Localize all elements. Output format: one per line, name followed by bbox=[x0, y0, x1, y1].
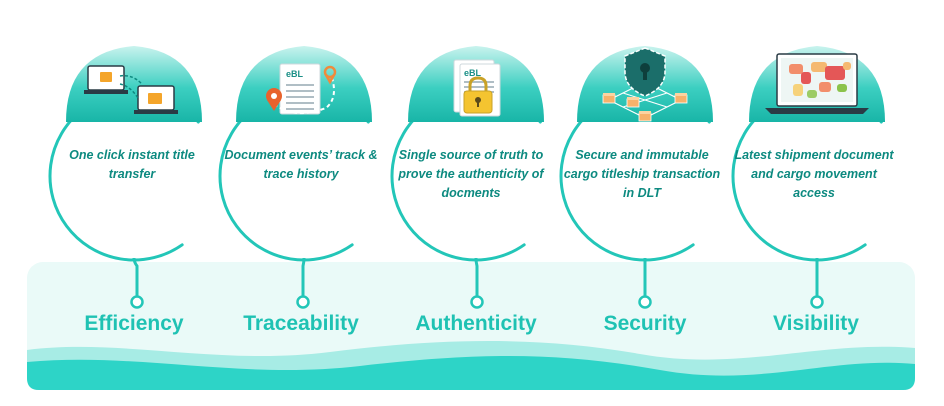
world-map-laptop-icon bbox=[765, 53, 869, 114]
pillar-description-authenticity: Single source of truth to prove the auth… bbox=[398, 148, 544, 200]
pillar-node-dot bbox=[296, 295, 310, 309]
pillar-description-efficiency: One click instant title transfer bbox=[69, 148, 195, 181]
pillar-node-dot bbox=[130, 295, 144, 309]
pillar-efficiency bbox=[48, 46, 202, 309]
document-tracking-icon: eBL bbox=[266, 63, 337, 115]
pillar-label-security: Security bbox=[603, 312, 687, 335]
pillar-label-efficiency: Efficiency bbox=[84, 312, 184, 335]
pillar-node-dot bbox=[470, 295, 484, 309]
svg-text:eBL: eBL bbox=[464, 68, 482, 78]
pillar-label-authenticity: Authenticity bbox=[415, 312, 537, 335]
folder-transfer-icon bbox=[84, 65, 178, 114]
pillar-connector bbox=[301, 257, 306, 300]
pillar-connector bbox=[474, 257, 479, 300]
pillar-traceability: eBL bbox=[218, 46, 372, 309]
pillar-visibility bbox=[731, 46, 885, 309]
pillar-label-traceability: Traceability bbox=[243, 312, 359, 335]
pillar-node-dot bbox=[810, 295, 824, 309]
pillar-security bbox=[559, 46, 713, 309]
pillar-description-security: Secure and immutable cargo titleship tra… bbox=[563, 148, 721, 200]
pillar-connector bbox=[132, 257, 139, 300]
svg-text:eBL: eBL bbox=[286, 69, 304, 79]
pillar-node-dot bbox=[638, 295, 652, 309]
shield-network-icon bbox=[602, 47, 688, 122]
locked-ebl-document-icon: eBL bbox=[453, 59, 501, 117]
pillar-description-visibility: Latest shipment document and cargo movem… bbox=[734, 148, 894, 200]
pillar-label-visibility: Visibility bbox=[773, 312, 859, 335]
wave-dark bbox=[27, 355, 915, 390]
pillar-description-traceability: Document events’ track & trace history bbox=[224, 148, 378, 181]
pillar-authenticity: eBL bbox=[390, 46, 544, 309]
